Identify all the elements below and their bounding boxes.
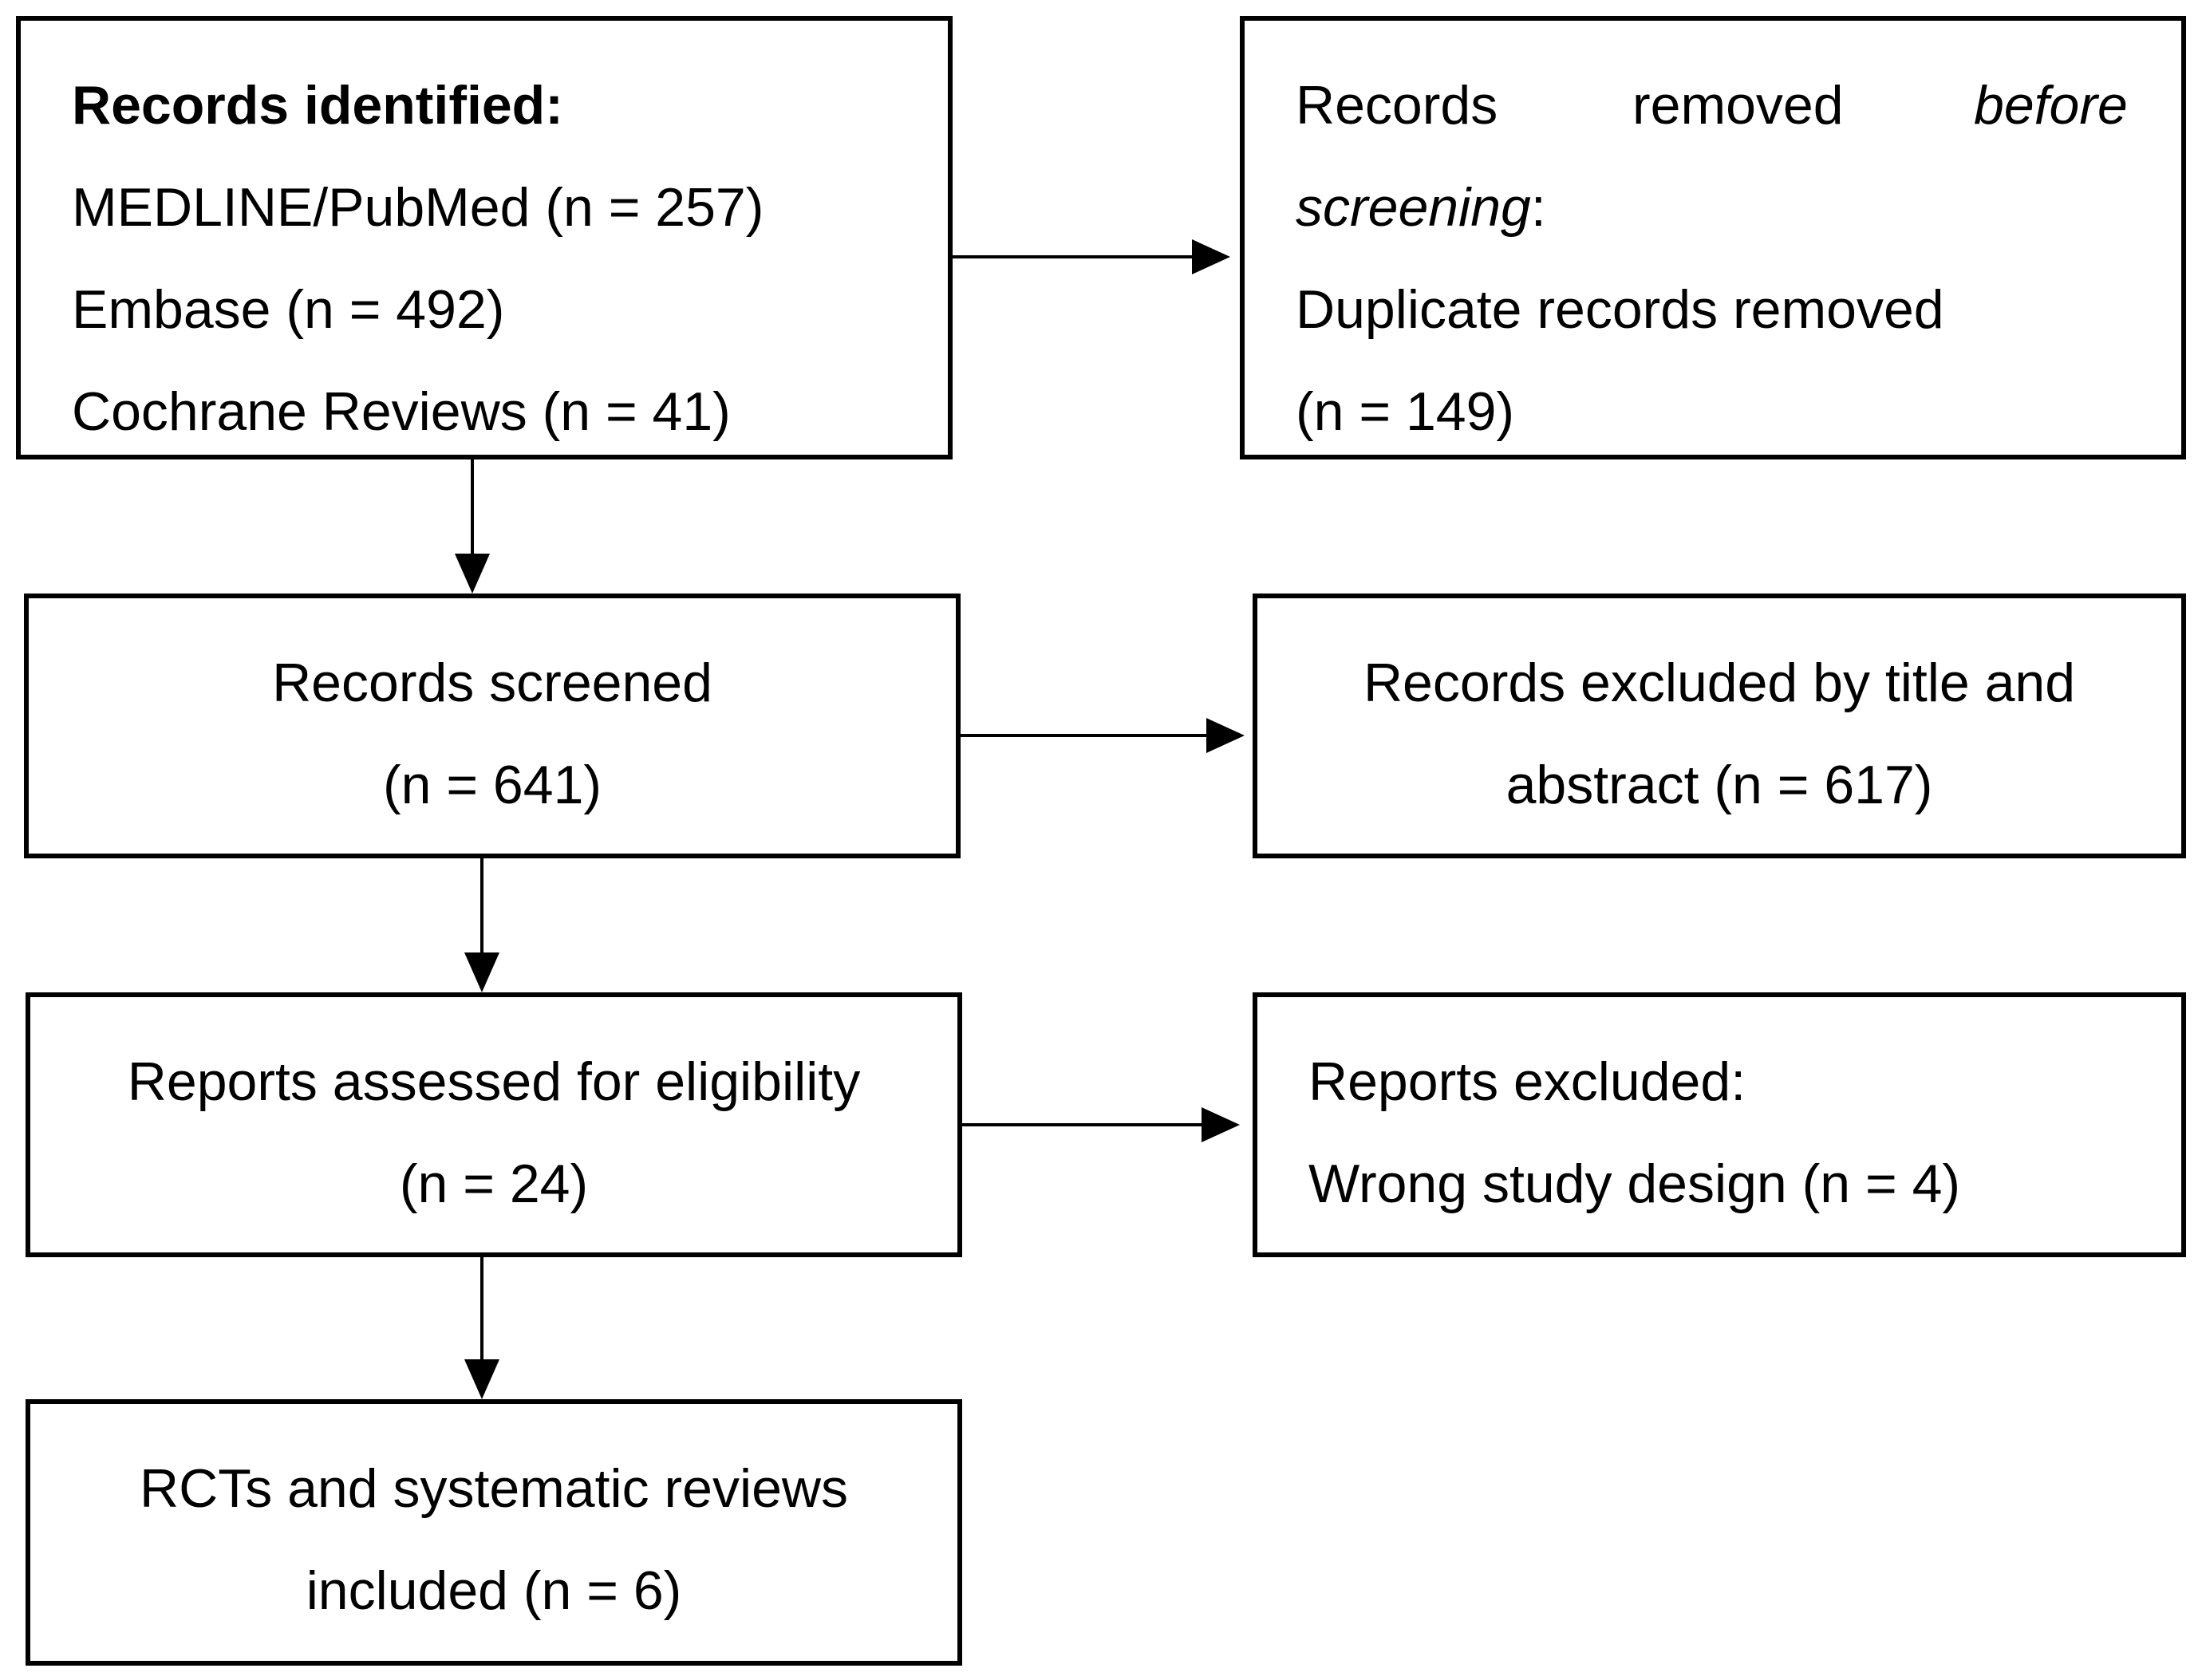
wrong-study-design-count: Wrong study design (n = 4) (1308, 1154, 1961, 1214)
studies-included-count: included (n = 6) (306, 1560, 682, 1621)
removed-screening-line: screening: (1296, 180, 1546, 235)
reports-assessed-count: (n = 24) (399, 1154, 589, 1214)
reports-excluded-box: Reports excluded: Wrong study design (n … (1253, 992, 2186, 1257)
records-screened-count: (n = 641) (382, 755, 602, 815)
duplicate-records-label: Duplicate records removed (1296, 279, 1944, 340)
arrow-assessed-to-reports-excluded-head (1202, 1107, 1240, 1142)
studies-included-box: RCTs and systematic reviews included (n … (26, 1399, 962, 1666)
source-embase: Embase (n = 492) (72, 279, 505, 340)
duplicate-records-count: (n = 149) (1296, 381, 1515, 442)
records-excluded-count: abstract (n = 617) (1505, 755, 1933, 815)
arrow-screened-to-excluded-head (1206, 718, 1245, 753)
arrow-identified-to-screened-head (455, 554, 490, 594)
source-medline: MEDLINE/PubMed (n = 257) (72, 177, 764, 238)
records-removed-box: Records removed before screening: Duplic… (1240, 16, 2186, 459)
reports-assessed-box: Reports assessed for eligibility (n = 24… (26, 992, 962, 1257)
records-screened-label: Records screened (272, 653, 712, 713)
removed-word-removed: removed (1632, 75, 1844, 136)
arrow-screened-to-assessed-head (464, 952, 499, 992)
reports-assessed-label: Reports assessed for eligibility (127, 1051, 861, 1112)
records-excluded-label: Records excluded by title and (1363, 653, 2076, 713)
arrow-assessed-to-included-head (464, 1359, 499, 1399)
records-screened-box: Records screened (n = 641) (24, 594, 961, 858)
removed-word-before: before (1974, 75, 2128, 136)
records-identified-box: Records identified: MEDLINE/PubMed (n = … (16, 16, 953, 459)
records-identified-heading: Records identified: (72, 75, 563, 136)
removed-colon: : (1530, 177, 1546, 238)
records-excluded-box: Records excluded by title and abstract (… (1253, 594, 2186, 858)
source-cochrane: Cochrane Reviews (n = 41) (72, 381, 731, 442)
studies-included-label: RCTs and systematic reviews (139, 1458, 849, 1519)
removed-word-records: Records (1296, 75, 1498, 136)
removed-word-screening: screening (1296, 177, 1531, 238)
arrow-identified-to-removed-head (1192, 239, 1230, 274)
reports-excluded-label: Reports excluded: (1308, 1051, 1746, 1112)
